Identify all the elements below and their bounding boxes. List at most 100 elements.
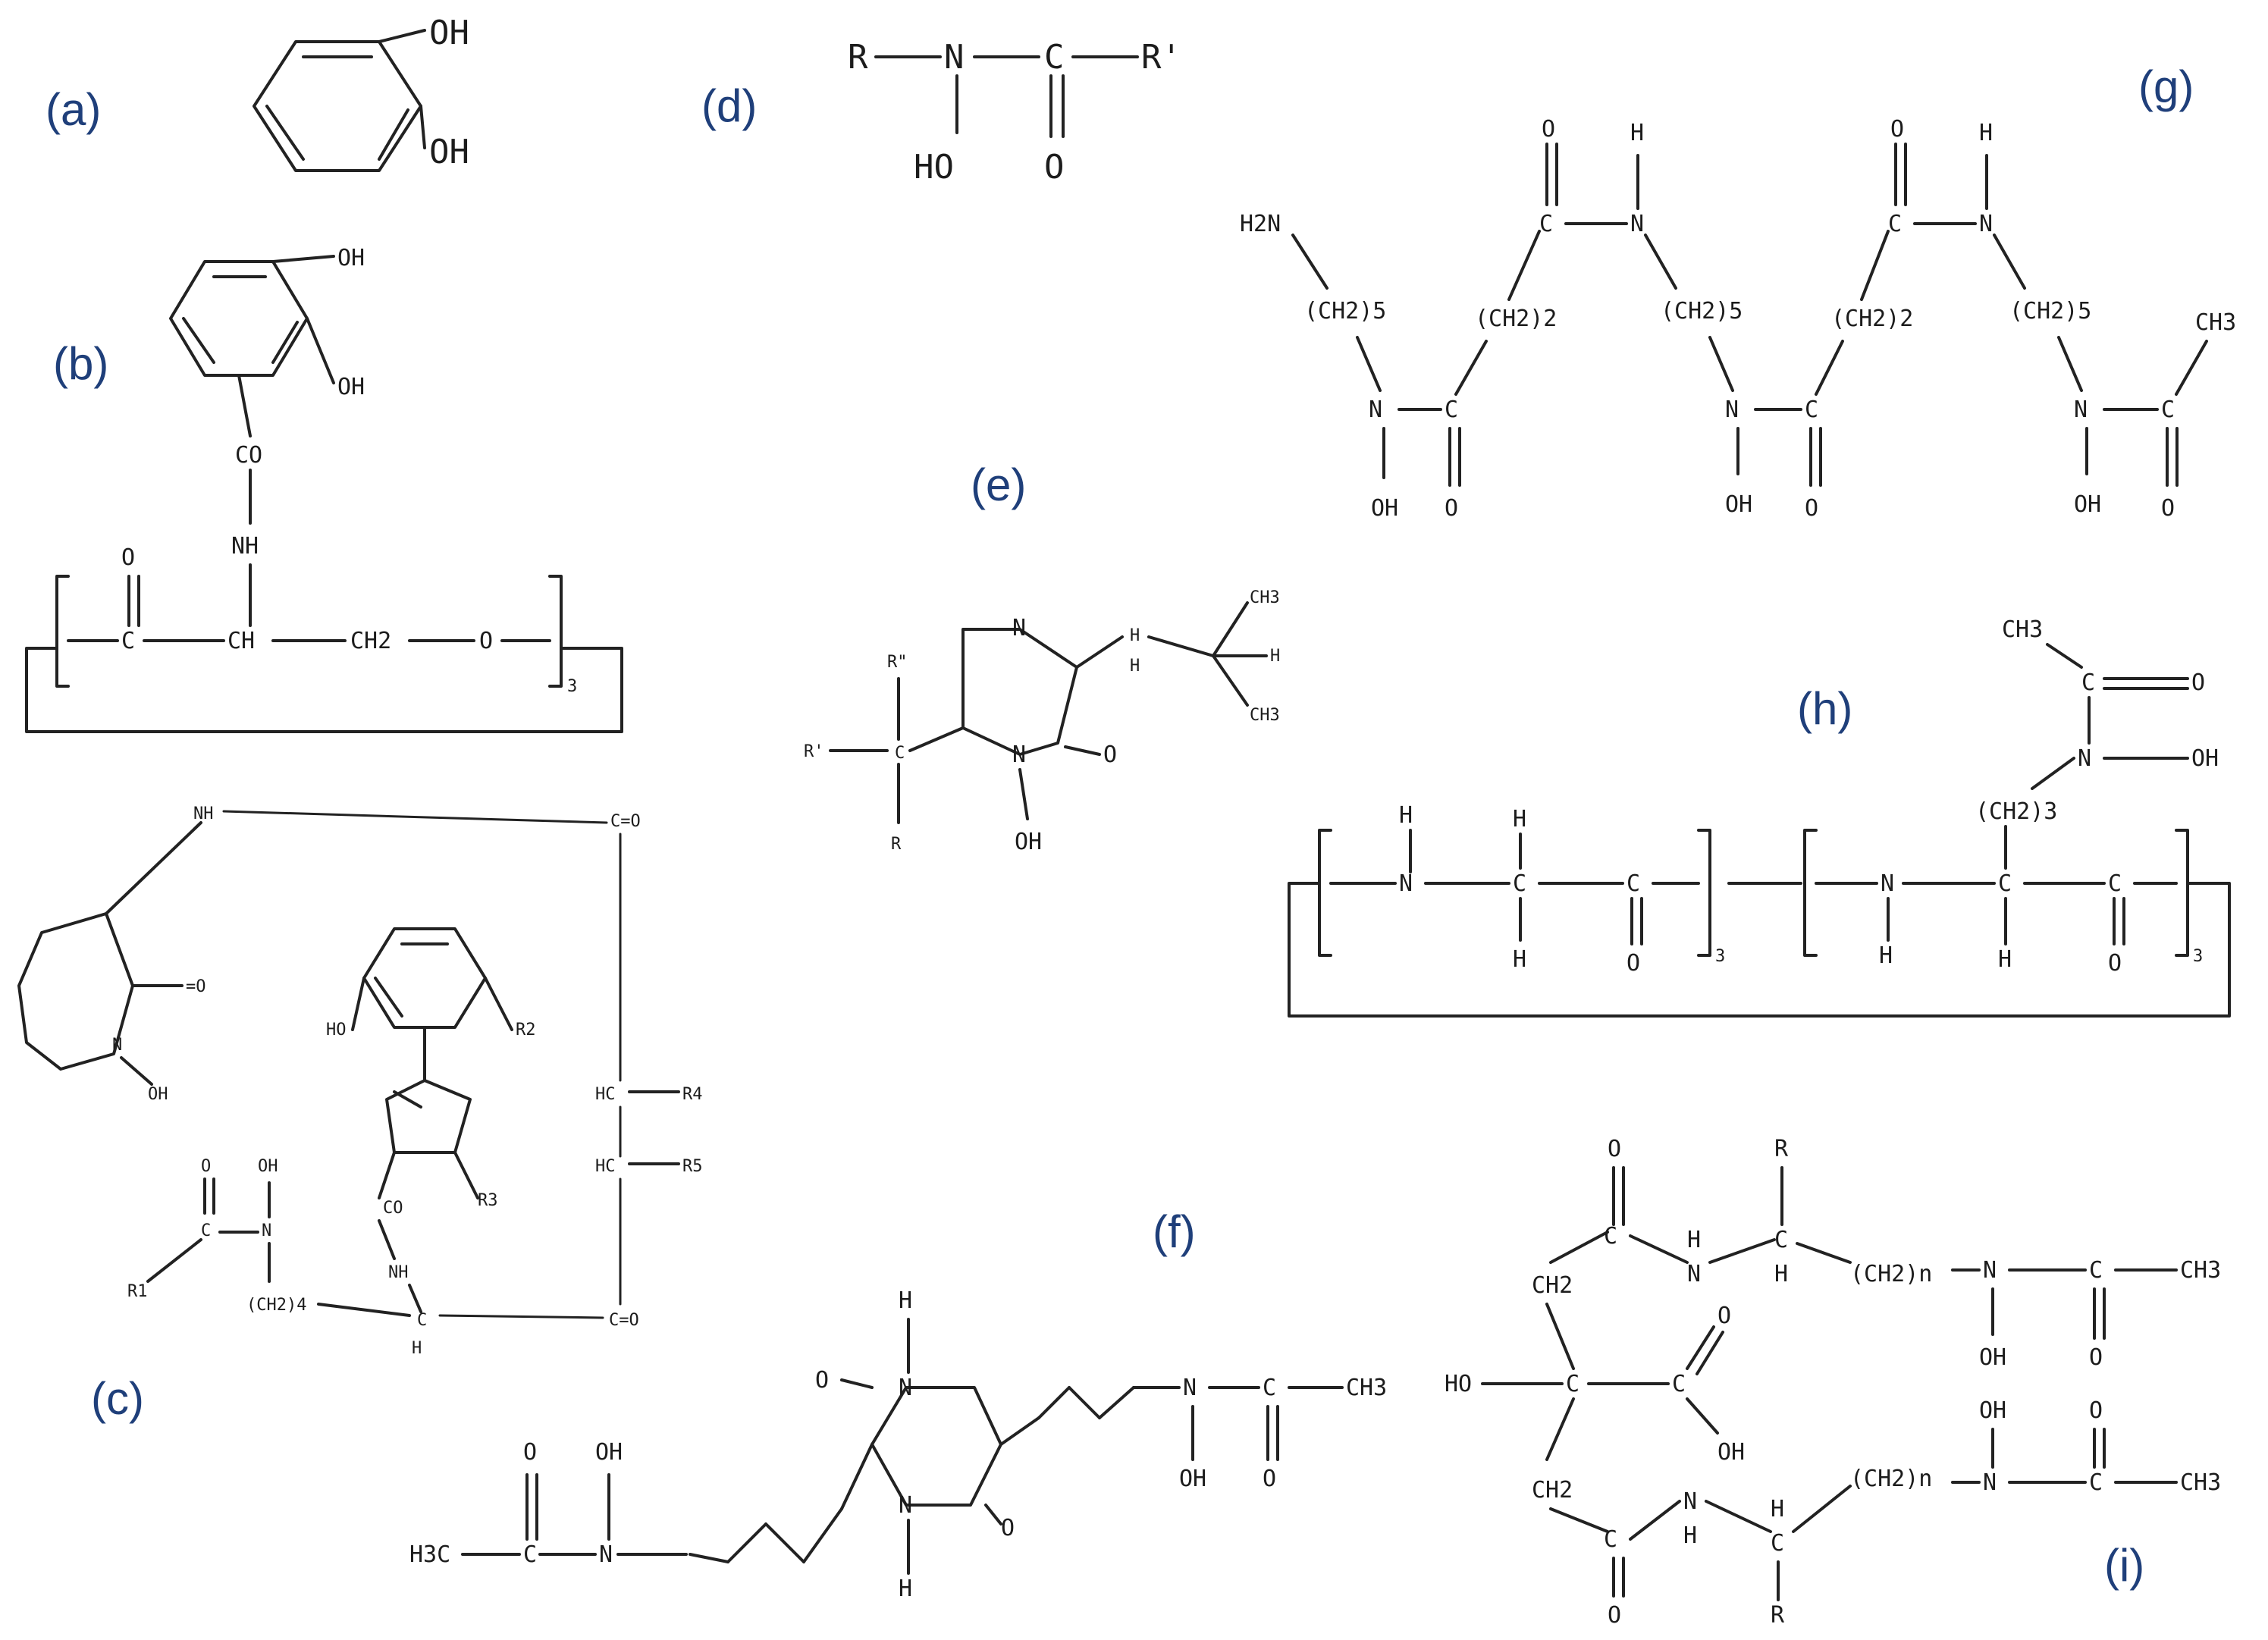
atom-n: N [599,1541,613,1568]
caprolactam-ring [17,912,134,1071]
label-h: (h) [1797,683,1852,734]
atom-ho: HO [914,148,954,187]
atom-o: O [1890,116,1904,143]
atom-h: H [1979,120,1993,146]
atom-o: O [1608,1136,1621,1162]
oxazoline-ring [385,1079,472,1154]
atom-ch3: CH3 [2195,309,2236,336]
atom-h: H [1130,626,1140,645]
atom-nh: NH [231,533,259,560]
atom-c: C [1805,397,1818,423]
atom-o: O [1717,1303,1731,1329]
atom-ch2-n: (CH2)n [1850,1466,1932,1492]
atom-r1: R1 [127,1282,148,1301]
structure-b-enterobactin: (b) OH OH CO NH O C CH CH2 O 3 [25,245,623,733]
atom-r: R [848,38,868,77]
atom-n: N [2078,745,2091,772]
atom-h: H [1513,946,1526,973]
atom-c: C [1998,870,2012,897]
atom-r5: R5 [682,1157,703,1176]
atom-c: C [2089,1257,2103,1284]
atom-c: C [1445,397,1458,423]
atom-h3c: H3C [409,1541,450,1568]
atom-ho: HO [1445,1371,1472,1397]
atom-n: N [1725,397,1739,423]
atom-c: C [1604,1526,1617,1553]
atom-oh: OH [595,1439,623,1466]
label-b: (b) [53,338,108,389]
subscript-3: 3 [567,677,577,696]
atom-n: N [1983,1469,1997,1496]
atom-oh: OH [148,1085,168,1104]
atom-o: O [479,628,493,654]
atom-h: H [1130,657,1140,676]
atom-ch: CH [227,628,255,654]
atom-o: O [2191,669,2205,696]
atom-c: C [1771,1530,1784,1557]
atom-n: N [899,1492,912,1519]
atom-h2n: H2N [1240,211,1281,237]
structure-h-ferrichrome: (h) N H C H H C O 3 N H C H (CH2)3 N OH [1288,616,2231,1018]
label-d: (d) [701,80,757,131]
label-f: (f) [1153,1206,1196,1257]
piperazine-ring [870,1386,1002,1507]
atom-oh: OH [1979,1397,2006,1424]
atom-oh: OH [1015,829,1042,855]
atom-o: O [2161,495,2175,522]
atom-ch3: CH3 [2002,616,2043,643]
atom-n: N [1983,1257,1997,1284]
pyrazinone-ring [961,628,1078,756]
atom-n: N [1630,211,1644,237]
atom-n: N [2074,397,2088,423]
label-e: (e) [971,459,1026,510]
atom-c: C [895,744,905,763]
atom-ch2-5: (CH2)5 [2009,298,2091,325]
structure-a-catechol: (a) OH OH [45,14,469,172]
atom-o: O [1608,1602,1621,1629]
atom-c: C=O [609,1311,639,1330]
atom-o: O [2089,1344,2103,1371]
atom-n: N [1881,870,1894,897]
atom-c: C [523,1541,537,1568]
benzene-ring [253,40,422,172]
structure-d-hydroxamate: (d) R N C R' HO O [701,38,1181,187]
atom-h: H [412,1339,422,1358]
atom-hc: HC [595,1085,616,1104]
atom-c: C [2081,669,2095,696]
atom-h: H [899,1576,912,1602]
atom-h: H [1513,806,1526,833]
label-i: (i) [2104,1540,2144,1591]
atom-o: O [2108,950,2122,977]
atom-n: N [1683,1488,1697,1515]
subscript-3: 3 [2193,947,2203,966]
atom-oh: OH [429,133,469,171]
atom-o: O [523,1439,537,1466]
atom-h: H [899,1287,912,1314]
atom-ch2: CH2 [1532,1477,1573,1504]
atom-ch2-2: (CH2)2 [1475,306,1557,332]
atom-ch2: CH2 [1532,1272,1573,1299]
atom-c: C [201,1221,211,1240]
atom-oh: OH [1179,1466,1206,1492]
label-g: (g) [2138,61,2194,112]
atom-oh: OH [2191,745,2219,772]
atom-ch2-5: (CH2)5 [1304,298,1386,325]
atom-r: R [1771,1602,1785,1629]
atom-o: O [1542,116,1555,143]
atom-n: N [1399,870,1413,897]
atom-c: C [1566,1371,1579,1397]
atom-h: H [1879,942,1893,969]
atom-ch2: CH2 [350,628,391,654]
atom-o: O [815,1367,829,1394]
atom-n: N [1369,397,1382,423]
atom-r: R [1774,1136,1789,1162]
atom-oh: OH [1371,495,1398,522]
atom-nh: NH [193,804,214,823]
atom-r-prime: R' [1141,38,1181,77]
structure-c-mycobactin: (c) NH C=O =O N OH HO R2 R3 CO NH C H O [17,804,703,1424]
atom-n: N [944,38,965,77]
structure-g-desferrioxamine: (g) H2N (CH2)5 N OH C O (CH2)2 C O N H (… [1240,61,2236,522]
atom-ch3: CH3 [1346,1375,1387,1401]
